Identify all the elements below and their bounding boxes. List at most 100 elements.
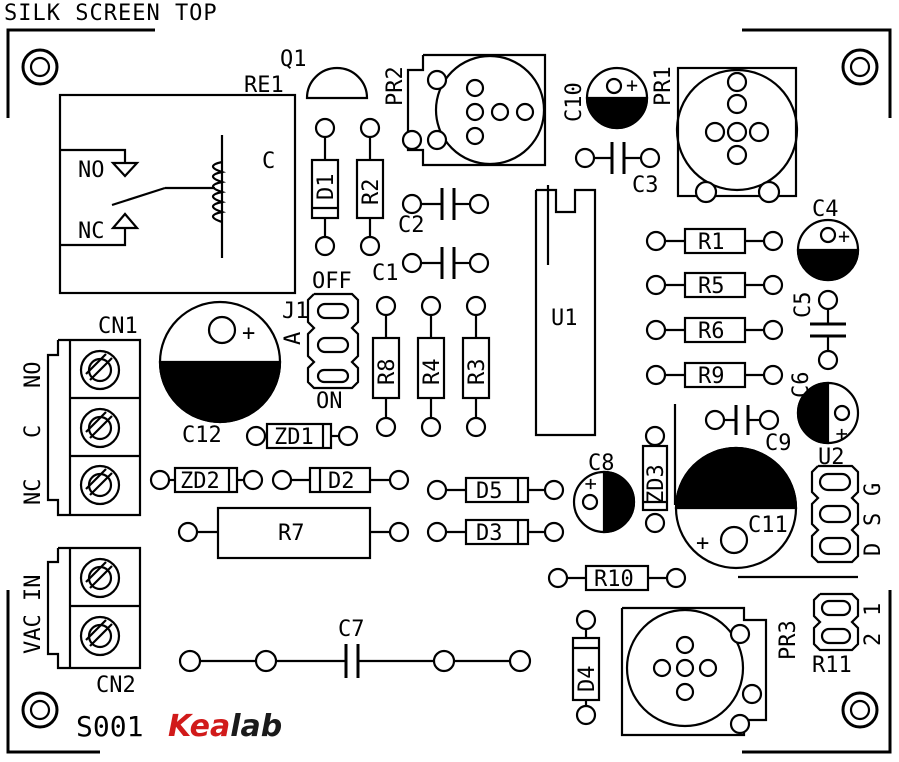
r1-label: R1 xyxy=(698,230,725,255)
c12-label: C12 xyxy=(182,423,222,448)
j1-off-label: OFF xyxy=(312,269,352,294)
r3-label: R3 xyxy=(465,359,490,386)
r4-label: R4 xyxy=(420,359,445,386)
cn2-label: CN2 xyxy=(96,673,136,698)
zener-zd1: ZD1 xyxy=(245,422,359,450)
board-corner-marks xyxy=(6,28,892,754)
r11-pin2-label: 2 xyxy=(861,633,886,646)
zener-zd2: ZD2 xyxy=(149,466,264,494)
r5-label: R5 xyxy=(698,274,725,299)
c2-label: C2 xyxy=(398,213,425,238)
relay-no-label: NO xyxy=(78,158,105,183)
silkscreen-title: SILK SCREEN TOP xyxy=(4,1,218,26)
d3-label: D3 xyxy=(476,521,503,546)
transistor-q1: Q1 xyxy=(280,47,369,100)
c10-label: C10 xyxy=(562,82,587,122)
cn1-label: CN1 xyxy=(98,314,138,339)
brand-logo-lab: lab xyxy=(230,709,282,744)
q1-label: Q1 xyxy=(280,47,307,72)
capacitor-c1: C1 xyxy=(372,247,490,286)
relay-re1: NO NC C RE1 xyxy=(58,73,297,295)
cn1-c-label: C xyxy=(21,425,46,438)
c11-plus-label: + xyxy=(696,531,709,556)
c4-plus-label: + xyxy=(838,224,850,248)
r11-pin1-label: 1 xyxy=(861,603,886,616)
d4-label: D4 xyxy=(575,666,600,693)
capacitor-c5: C5 xyxy=(791,289,846,371)
zener-zd3: ZD3 xyxy=(641,425,669,534)
pr3-label: PR3 xyxy=(776,620,801,660)
r7-label: R7 xyxy=(278,521,305,546)
regulator-u2: U2 G S D xyxy=(810,445,886,564)
c8-plus-label: + xyxy=(578,478,602,490)
u2-s-label: S xyxy=(861,513,886,526)
diode-d2: D2 xyxy=(271,466,410,494)
resistor-r6: R6 xyxy=(645,316,784,344)
ic-u1: U1 xyxy=(534,185,597,437)
capacitor-c9: C9 xyxy=(704,405,792,456)
resistor-r10: R10 xyxy=(547,564,687,592)
resistor-r4: R4 xyxy=(416,295,446,438)
d5-label: D5 xyxy=(476,479,503,504)
j1-on-label: ON xyxy=(316,389,343,414)
trimmer-pr1: PR1 xyxy=(651,66,799,204)
diode-d3: D3 xyxy=(426,518,565,546)
terminal-block-cn2: VAC IN CN2 xyxy=(21,546,142,698)
r9-label: R9 xyxy=(698,364,725,389)
pr2-label: PR2 xyxy=(383,66,408,106)
c6-plus-label: + xyxy=(829,428,853,440)
c10-plus-label: + xyxy=(626,73,638,97)
cn2-vac-in-label: VAC IN xyxy=(21,575,46,654)
diode-d5: D5 xyxy=(426,476,565,504)
diode-d1: D1 xyxy=(310,117,340,257)
brand-logo: Kealab xyxy=(168,709,282,744)
cn1-nc-label: NC xyxy=(21,479,46,506)
board-code: S001 xyxy=(76,710,143,743)
c9-label: C9 xyxy=(765,431,792,456)
resistor-r1: R1 xyxy=(645,227,784,255)
u2-d-label: D xyxy=(861,543,886,556)
u2-g-label: G xyxy=(861,483,886,496)
mounting-holes xyxy=(21,48,879,729)
c7-label: C7 xyxy=(338,617,365,642)
c8-label: C8 xyxy=(588,451,615,476)
capacitor-c12: + C12 xyxy=(158,300,282,448)
capacitor-c4: + C4 xyxy=(796,197,860,282)
r11-label: R11 xyxy=(812,653,852,678)
c12-plus-label: + xyxy=(242,321,255,346)
r2-label: R2 xyxy=(359,179,384,206)
j1-label: J1 xyxy=(282,299,309,324)
c5-label: C5 xyxy=(791,292,816,319)
resistor-r8: R8 xyxy=(371,295,401,438)
trimmer-pr3: PR3 xyxy=(620,606,801,737)
resistor-r5: R5 xyxy=(645,271,784,299)
zd2-label: ZD2 xyxy=(180,469,220,494)
capacitor-c8: + C8 xyxy=(572,451,636,534)
resistor-r2: R2 xyxy=(355,117,385,257)
capacitor-c2: C2 xyxy=(398,188,490,238)
relay-c-label: C xyxy=(262,149,275,174)
d2-label: D2 xyxy=(328,469,355,494)
zd3-label: ZD3 xyxy=(644,464,669,504)
c11-label: C11 xyxy=(748,513,788,538)
capacitor-c11: + C11 xyxy=(673,404,858,579)
jumper-r11: 1 2 R11 xyxy=(812,592,886,678)
cn1-no-label: NO xyxy=(21,362,46,389)
pr1-label: PR1 xyxy=(651,66,676,106)
d1-label: D1 xyxy=(314,174,339,201)
re1-label: RE1 xyxy=(244,73,284,98)
u1-label: U1 xyxy=(551,306,578,331)
terminal-block-cn1: CN1 NO C NC xyxy=(21,314,142,517)
resistor-r7: R7 xyxy=(177,506,410,560)
jumper-j1: OFF ON J1 A xyxy=(281,269,360,414)
trimmer-pr2: PR2 xyxy=(383,53,547,167)
r8-label: R8 xyxy=(375,359,400,386)
r6-label: R6 xyxy=(698,319,725,344)
board-branding: S001 Kealab xyxy=(76,709,282,744)
capacitor-c3: C3 xyxy=(574,142,661,198)
u2-label: U2 xyxy=(818,445,845,470)
resistor-r9: R9 xyxy=(645,361,784,389)
zd1-label: ZD1 xyxy=(274,425,314,450)
diode-d4: D4 xyxy=(571,609,601,726)
